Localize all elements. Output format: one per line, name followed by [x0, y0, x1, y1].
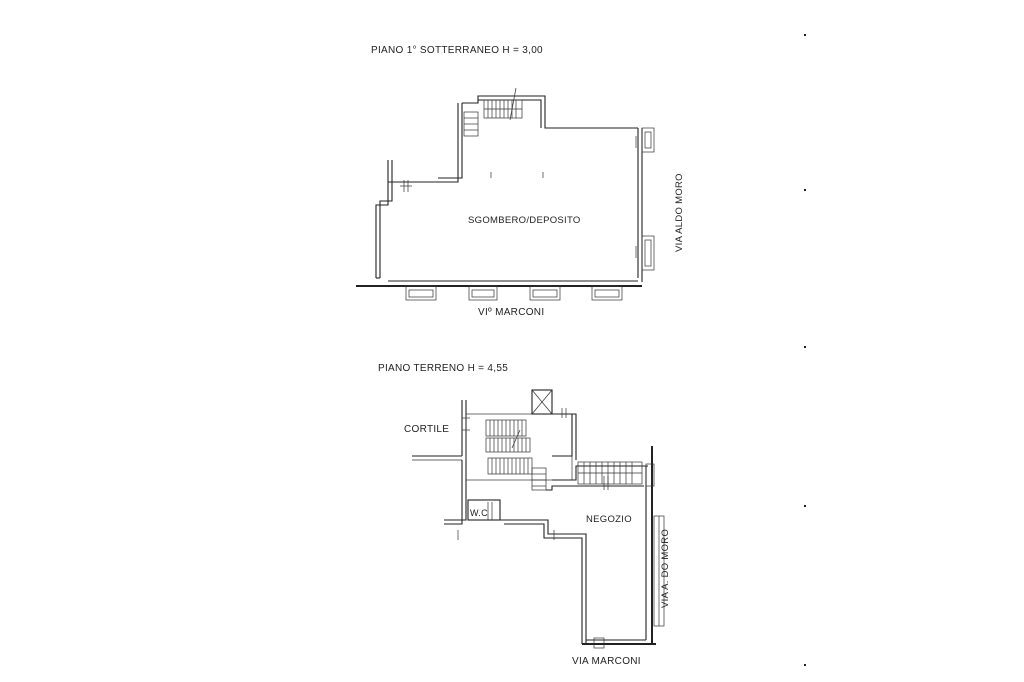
basement-street-right: VIA ALDO MORO [674, 173, 685, 252]
ground-street-bottom: VIA MARCONI [572, 656, 641, 667]
basement-staircase [463, 87, 523, 137]
basement-plan [356, 87, 655, 301]
ground-street-right: VIA A. DO MORO [660, 529, 671, 608]
basement-street-bottom: VIº MARCONI [478, 307, 544, 318]
margin-ticks [804, 34, 806, 666]
wc-label: W.C [470, 508, 488, 518]
ground-staircase [465, 413, 573, 491]
ground-title: PIANO TERRENO H = 4,55 [378, 363, 508, 374]
basement-room-label: SGOMBERO/DEPOSITO [468, 215, 581, 226]
basement-title: PIANO 1° SOTTERRANEO H = 3,00 [371, 45, 543, 56]
courtyard-label: CORTILE [404, 424, 449, 435]
shop-label: NEGOZIO [586, 514, 632, 525]
elevator-shaft [531, 389, 553, 415]
ground-plan [412, 389, 665, 649]
